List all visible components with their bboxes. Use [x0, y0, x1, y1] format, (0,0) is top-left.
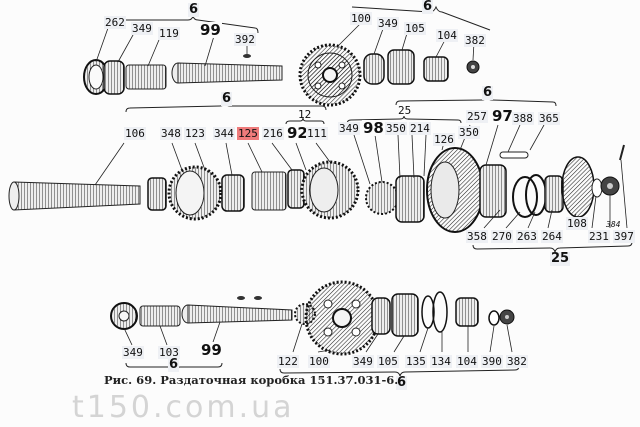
- part-label-105-upper: 105: [404, 22, 426, 35]
- gear-105: [387, 49, 415, 85]
- key-right: [254, 296, 262, 300]
- upper-right-parts: [298, 43, 480, 107]
- lower-right-parts: [294, 280, 515, 356]
- part-label-263: 263: [516, 230, 538, 243]
- part-label-350-b: 350: [458, 126, 480, 139]
- part-label-92: 92: [286, 124, 309, 142]
- part-label-111: 111: [306, 127, 328, 140]
- part-label-123: 123: [184, 127, 206, 140]
- part-label-365: 365: [538, 112, 560, 125]
- shaft-99-lower: [187, 304, 293, 324]
- bearing-349: [103, 60, 125, 95]
- part-label-349-lower-right: 349: [352, 355, 374, 368]
- bracket-25-top: [346, 115, 462, 125]
- part-label-119: 119: [158, 27, 180, 40]
- shaft-99: [177, 62, 283, 84]
- gear-104: [423, 56, 449, 82]
- part-label-108: 108: [566, 217, 588, 230]
- ring-358: [512, 176, 538, 218]
- part-label-134: 134: [430, 355, 452, 368]
- sleeve-119: [125, 64, 167, 90]
- part-label-350-a: 350: [385, 122, 407, 135]
- part-label-105-lower: 105: [377, 355, 399, 368]
- key-left: [237, 296, 245, 300]
- bolt-388: [499, 151, 529, 159]
- part-label-264: 264: [541, 230, 563, 243]
- gear-344: [221, 174, 245, 212]
- part-label-99-upper: 99: [199, 21, 222, 39]
- part-label-99-lower: 99: [200, 341, 223, 359]
- group-label-main-right: 6: [482, 85, 494, 100]
- part-label-344: 344: [213, 127, 235, 140]
- part-label-384: 384: [606, 220, 621, 229]
- ring-134: [432, 291, 448, 333]
- part-label-106: 106: [124, 127, 146, 140]
- washer-390: [488, 310, 500, 326]
- part-label-390: 390: [481, 355, 503, 368]
- bearing-349-upper: [363, 53, 385, 85]
- hub-214: [395, 175, 425, 223]
- part-label-349-lower: 349: [122, 346, 144, 359]
- pin-397: [619, 144, 625, 161]
- part-label-104-lower: 104: [456, 355, 478, 368]
- ring-135: [421, 295, 435, 329]
- flange-108: [561, 156, 595, 218]
- bracket-12: [285, 117, 325, 125]
- part-label-98: 98: [362, 119, 385, 137]
- upper-left-parts: [83, 54, 283, 95]
- part-label-216: 216: [262, 127, 284, 140]
- part-label-231: 231: [588, 230, 610, 243]
- part-label-100-upper: 100: [350, 12, 372, 25]
- part-label-126: 126: [433, 133, 455, 146]
- group-label-lower-left: 6: [168, 357, 180, 372]
- group-label-25-top: 25: [398, 104, 412, 117]
- group-label-12: 12: [298, 108, 312, 121]
- part-label-388: 388: [512, 112, 534, 125]
- part-label-214: 214: [409, 122, 431, 135]
- part-label-349-mid: 349: [338, 122, 360, 135]
- key-392: [243, 54, 251, 58]
- group-label-lower-right: 6: [396, 375, 408, 390]
- part-label-100-lower: 100: [308, 355, 330, 368]
- part-label-349-upper: 349: [377, 17, 399, 30]
- part-label-348: 348: [160, 127, 182, 140]
- main-shaft-parts: [8, 144, 625, 233]
- bearing-349-lower-right: [371, 297, 391, 335]
- washer-231: [591, 178, 603, 198]
- part-label-125-highlighted: 125: [237, 127, 259, 140]
- part-label-257: 257: [466, 110, 488, 123]
- gear-98: [365, 181, 399, 215]
- part-label-122: 122: [277, 355, 299, 368]
- ring-264: [544, 175, 564, 213]
- group-label-upper-right: 6: [422, 0, 434, 14]
- gear-105-lower: [391, 293, 419, 337]
- lower-left-parts: [110, 296, 293, 330]
- part-label-103: 103: [158, 346, 180, 359]
- sleeve-103: [139, 305, 181, 327]
- part-label-382-lower: 382: [506, 355, 528, 368]
- group-label-main-left: 6: [221, 91, 233, 106]
- sleeve-125: [251, 171, 287, 211]
- part-label-262: 262: [104, 16, 126, 29]
- gear-104-lower: [455, 297, 479, 327]
- part-label-135: 135: [405, 355, 427, 368]
- part-label-104-upper: 104: [436, 29, 458, 42]
- part-label-270: 270: [491, 230, 513, 243]
- shaft-106: [13, 181, 141, 211]
- bracket-main-right: [395, 95, 557, 107]
- group-label-upper-left: 6: [188, 2, 200, 17]
- part-label-397: 397: [613, 230, 635, 243]
- part-label-392: 392: [234, 33, 256, 46]
- flange-97: [479, 164, 507, 218]
- part-label-349: 349: [131, 22, 153, 35]
- part-label-97: 97: [491, 107, 514, 125]
- figure-caption: Рис. 69. Раздаточная коробка 151.37.031-…: [104, 373, 399, 387]
- part-label-358: 358: [466, 230, 488, 243]
- group-label-25-bottom: 25: [550, 251, 571, 266]
- part-label-382-upper: 382: [464, 34, 486, 47]
